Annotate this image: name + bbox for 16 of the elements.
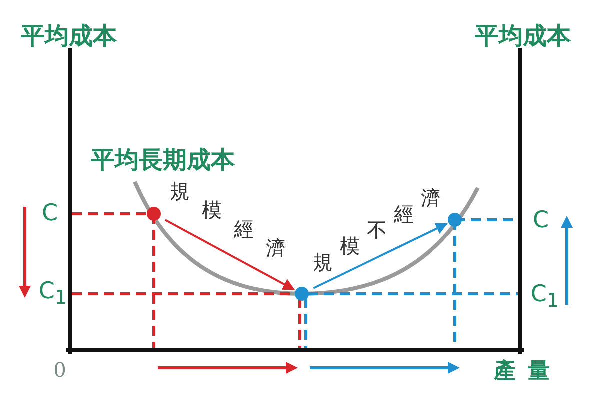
axis-title: 平均成本 bbox=[475, 24, 571, 48]
curve-point bbox=[448, 213, 462, 227]
axis-title: 平均成本 bbox=[21, 24, 117, 48]
arrow bbox=[313, 223, 448, 290]
axis-tick-label: C$_{1}$ bbox=[38, 280, 68, 308]
axis-tick-label: C bbox=[42, 202, 58, 226]
axis-tick-label: C bbox=[532, 210, 550, 232]
edge-label: 規模經濟 bbox=[170, 181, 286, 258]
arrow bbox=[164, 219, 296, 291]
curve-point bbox=[295, 287, 309, 301]
curve-label: 平均長期成本 bbox=[91, 148, 235, 172]
origin-label: 0 bbox=[54, 360, 66, 380]
edge-label: 規模不經濟 bbox=[313, 188, 441, 272]
curve-point bbox=[147, 207, 161, 221]
axis-tick-label: C$_{1}$ bbox=[530, 284, 560, 310]
axis-title: 產量 bbox=[494, 361, 562, 383]
